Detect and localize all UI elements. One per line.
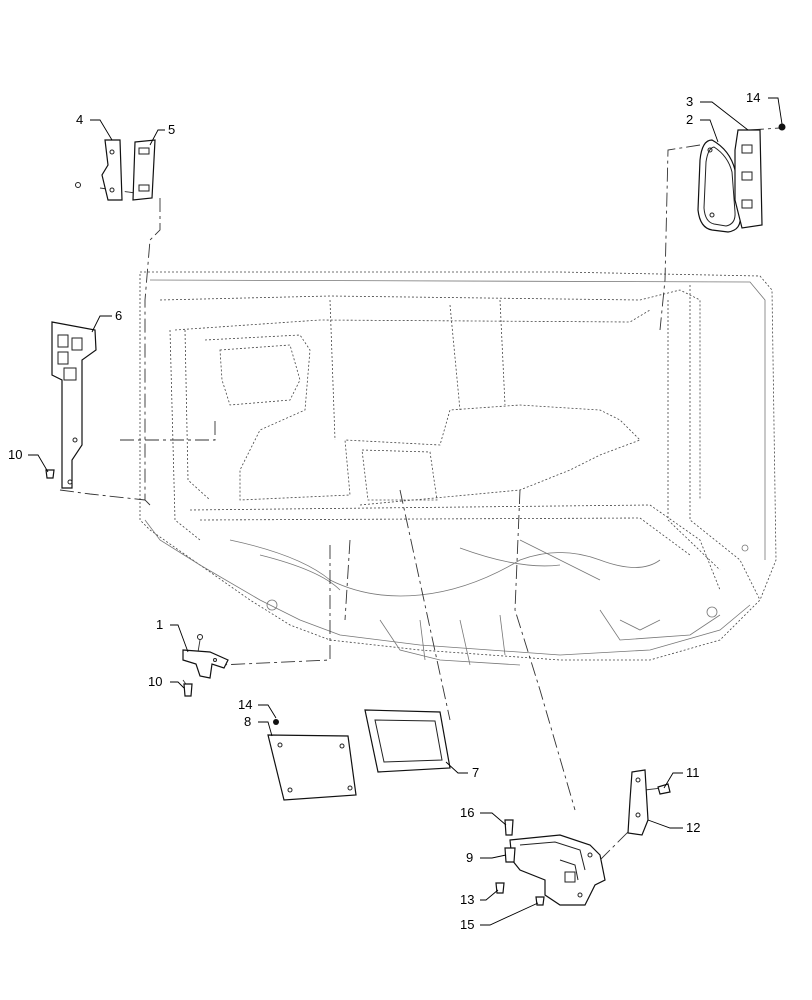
callout-10-lower: 10 xyxy=(148,674,162,689)
part-10-screw-lower xyxy=(183,683,193,697)
leader-lines xyxy=(28,97,783,926)
callout-2: 2 xyxy=(686,112,693,127)
cab-body xyxy=(139,271,777,666)
callout-3: 3 xyxy=(686,94,693,109)
callout-14-lower: 14 xyxy=(238,697,252,712)
callout-1: 1 xyxy=(156,617,163,632)
part-1-bracket xyxy=(182,634,229,679)
part-14-fastener-top xyxy=(778,123,786,131)
part-5-bracket xyxy=(132,139,156,201)
callout-9: 9 xyxy=(466,850,473,865)
callout-7: 7 xyxy=(472,765,479,780)
callout-labels: 1 2 3 4 5 6 7 8 9 10 10 11 12 13 14 14 1… xyxy=(8,90,760,932)
part-4-bracket xyxy=(75,139,123,201)
part-6-panel xyxy=(51,321,97,489)
part-2-gasket xyxy=(697,139,741,233)
callout-5: 5 xyxy=(168,122,175,137)
part-bracket-assembly xyxy=(495,819,606,906)
callout-14-top: 14 xyxy=(746,90,760,105)
callout-12: 12 xyxy=(686,820,700,835)
callout-8: 8 xyxy=(244,714,251,729)
part-7-gasket-frame xyxy=(364,709,451,773)
callout-11: 11 xyxy=(686,765,700,780)
part-3-plate xyxy=(734,129,763,229)
part-12-bracket xyxy=(627,769,649,836)
callout-4: 4 xyxy=(76,112,83,127)
part-11-screw xyxy=(657,783,671,795)
callout-6: 6 xyxy=(115,308,122,323)
part-8-plate xyxy=(267,719,357,801)
callout-13: 13 xyxy=(460,892,474,907)
callout-10-left: 10 xyxy=(8,447,22,462)
callout-16: 16 xyxy=(460,805,474,820)
callout-15: 15 xyxy=(460,917,474,932)
